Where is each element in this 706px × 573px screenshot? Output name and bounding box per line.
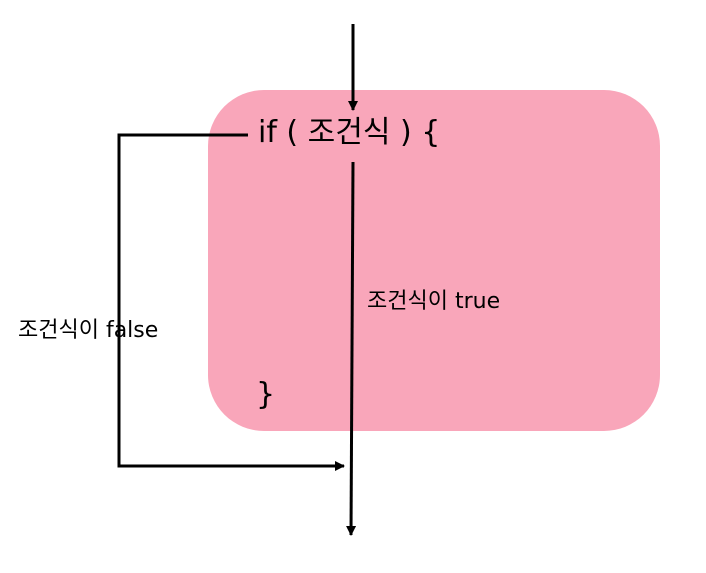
if-block-background bbox=[208, 90, 660, 431]
if-condition-code: if ( 조건식 ) { bbox=[258, 115, 441, 150]
false-path-arrow bbox=[117, 133, 345, 471]
true-path-arrow bbox=[346, 161, 357, 536]
true-label: 조건식이 true bbox=[367, 289, 501, 314]
closing-brace: } bbox=[256, 377, 276, 412]
false-label: 조건식이 false bbox=[18, 318, 159, 343]
